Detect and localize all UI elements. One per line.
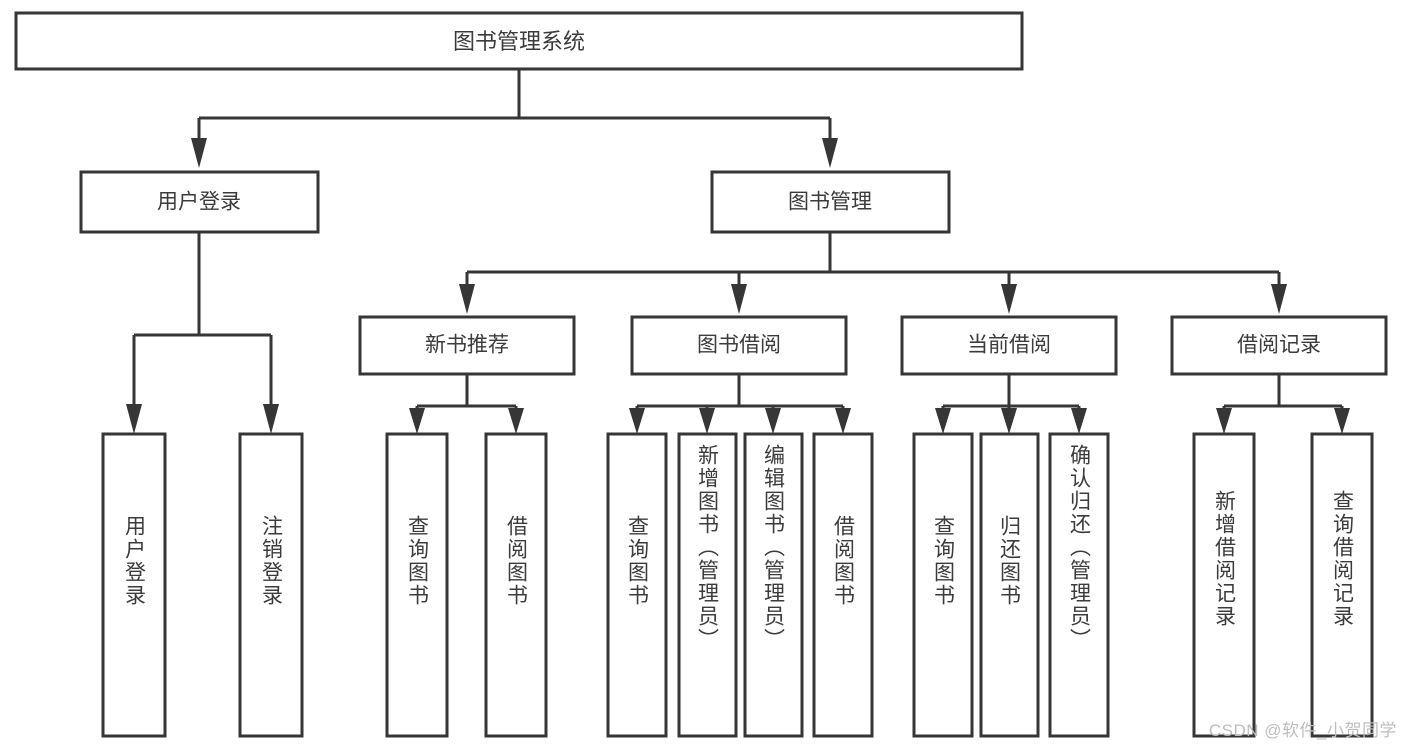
node-leaf-user-login[interactable]	[101, 432, 167, 738]
node-book-borrow[interactable]	[630, 315, 848, 376]
node-leaf-borrow-book-2[interactable]	[812, 432, 874, 738]
arrow-head-leaf-query-book-2	[629, 408, 645, 434]
node-new-book-recommend[interactable]	[358, 315, 576, 376]
arrow-head-leaf-edit-book	[765, 408, 781, 434]
arrow-head-leaf-query-record	[1334, 408, 1350, 434]
arrow-head-leaf-add-book	[699, 408, 715, 434]
node-leaf-logout-login[interactable]	[238, 432, 304, 738]
arrow-head-leaf-confirm-return	[1071, 408, 1087, 434]
arrow-head-book-manage	[822, 138, 838, 168]
node-borrow-record-label: 借阅记录	[1237, 334, 1321, 357]
watermark-label: CSDN @软件_小贺同学	[1208, 721, 1397, 740]
node-book-manage-label: 图书管理	[788, 191, 872, 214]
arrow-head-leaf-logout-login	[263, 404, 279, 434]
arrow-head-leaf-borrow-book-1	[508, 408, 524, 434]
node-book-manage[interactable]	[710, 170, 951, 234]
arrow-head-leaf-borrow-book-2	[835, 408, 851, 434]
node-new-book-recommend-label: 新书推荐	[425, 334, 509, 357]
connector-layer	[126, 70, 1350, 434]
arrow-head-user-login	[191, 138, 207, 168]
node-borrow-record[interactable]	[1170, 315, 1388, 376]
arrow-head-leaf-return-book	[1001, 408, 1017, 434]
arrow-head-leaf-add-record	[1216, 408, 1232, 434]
node-leaf-query-record[interactable]	[1310, 432, 1374, 738]
arrow-head-borrow-record	[1271, 284, 1287, 314]
node-leaf-return-book[interactable]	[979, 432, 1040, 738]
node-layer: 图书管理系统 用户登录 图书管理 新书推荐 图书借阅 当前借阅 借阅记录	[14, 11, 1388, 738]
node-leaf-confirm-return[interactable]	[1048, 432, 1110, 738]
node-leaf-borrow-book-1[interactable]	[484, 432, 548, 738]
node-leaf-edit-book[interactable]	[743, 432, 804, 738]
node-book-borrow-label: 图书借阅	[697, 334, 781, 357]
arrow-head-book-borrow	[731, 284, 747, 314]
arrow-head-new-book-recommend	[459, 284, 475, 314]
arrow-head-leaf-user-login	[126, 404, 142, 434]
node-leaf-add-book[interactable]	[677, 432, 738, 738]
node-leaf-query-book-2[interactable]	[606, 432, 668, 738]
node-leaf-add-record[interactable]	[1192, 432, 1256, 738]
node-leaf-query-book-1[interactable]	[385, 432, 449, 738]
arrow-head-leaf-query-book-1	[409, 408, 425, 434]
node-user-login-label: 用户登录	[157, 191, 241, 214]
node-leaf-query-book-3[interactable]	[912, 432, 974, 738]
node-root[interactable]	[14, 11, 1024, 71]
node-user-login[interactable]	[79, 170, 320, 234]
node-root-label: 图书管理系统	[453, 29, 585, 54]
arrow-head-current-borrow	[1001, 284, 1017, 314]
node-current-borrow[interactable]	[900, 315, 1118, 376]
arrow-head-leaf-query-book-3	[935, 408, 951, 434]
node-current-borrow-label: 当前借阅	[967, 334, 1051, 357]
